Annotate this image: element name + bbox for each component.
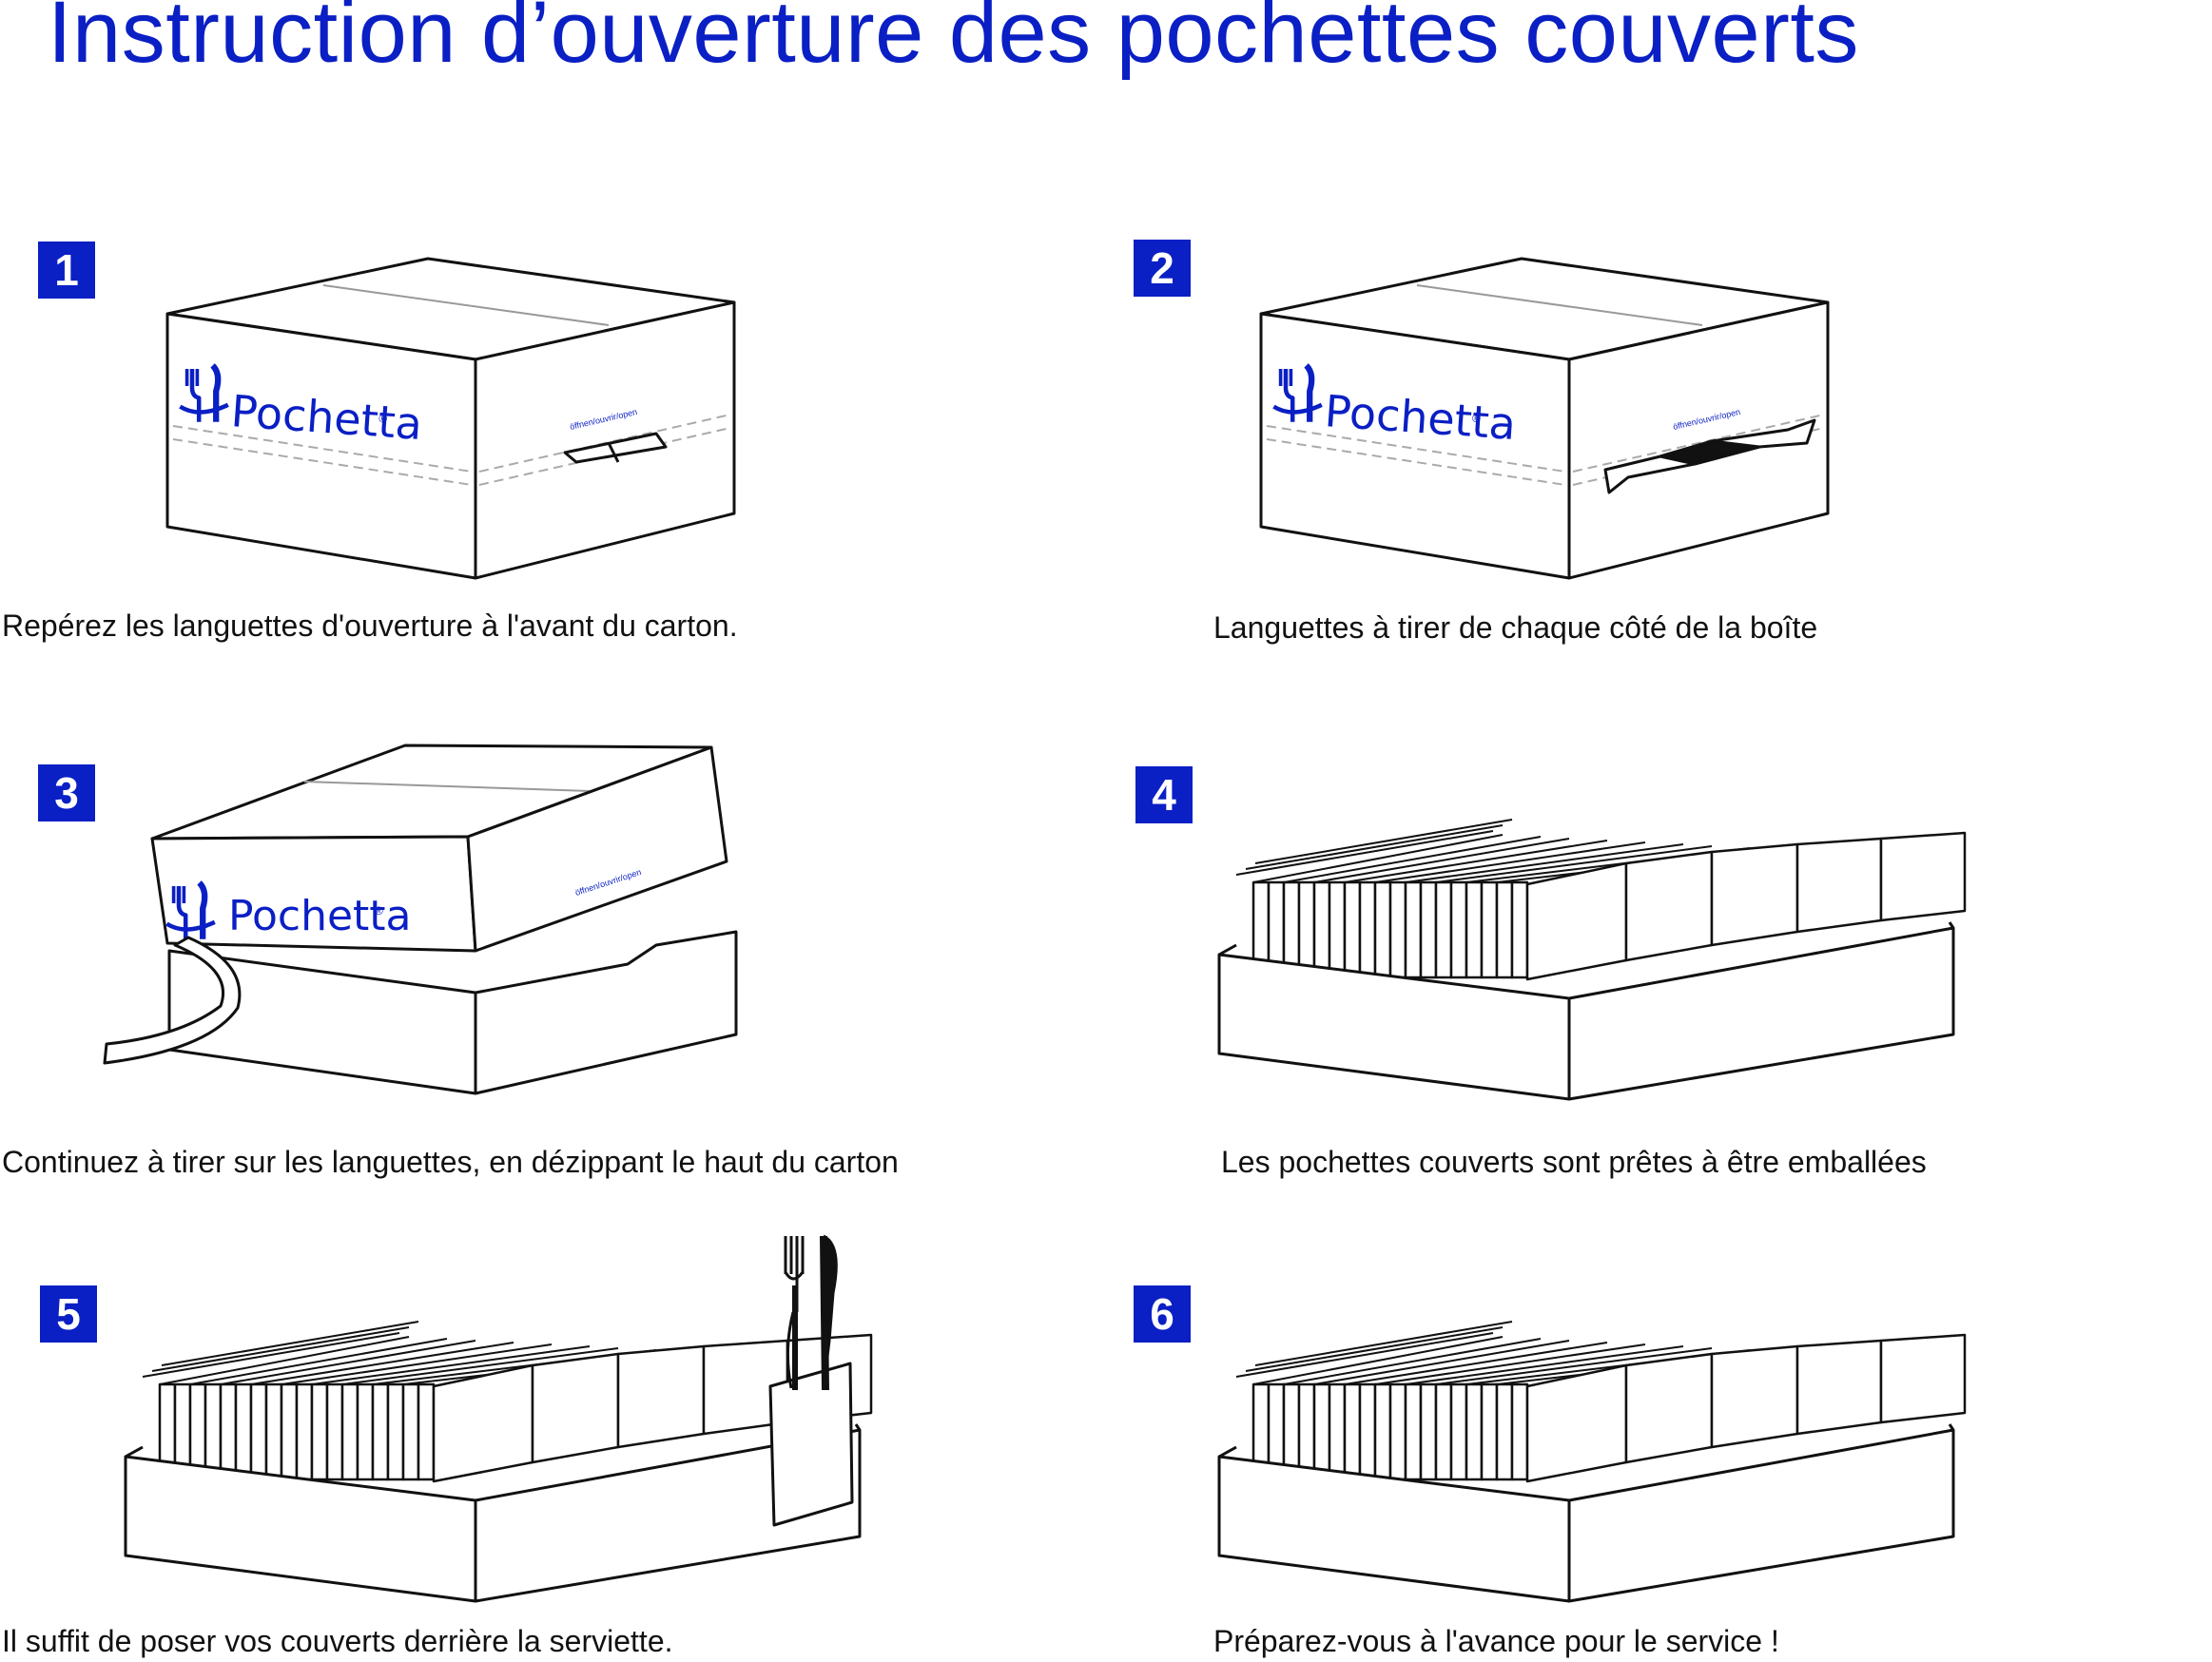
step-badge-6: 6 [1134, 1285, 1191, 1343]
svg-text:®: ® [1472, 412, 1481, 425]
step-caption-1: Repérez les languettes d'ouverture à l'a… [2, 609, 738, 643]
cutlery-pocket [768, 1234, 854, 1527]
step-badge-4: 4 [1135, 766, 1193, 823]
svg-text:®: ® [378, 412, 388, 426]
step-caption-4: Les pochettes couverts sont prêtes à êtr… [1221, 1145, 1927, 1179]
svg-text:®: ® [375, 904, 383, 918]
step-4-illustration [1217, 818, 1967, 1101]
page-title: Instruction d’ouverture des pochettes co… [48, 0, 1859, 81]
step-caption-3: Continuez à tirer sur les languettes, en… [2, 1145, 899, 1179]
step-5-illustration [124, 1320, 873, 1603]
step-6-illustration [1217, 1320, 1967, 1603]
step-badge-5: 5 [40, 1285, 97, 1343]
step-badge-2: 2 [1134, 240, 1191, 297]
step-caption-6: Préparez-vous à l'avance pour le service… [1213, 1624, 1779, 1658]
step-3-illustration: Pochetta ® öffnen/ouvrir/open [103, 744, 738, 1095]
step-1-illustration: Pochetta ® öffnen/ouvrir/open [165, 257, 736, 580]
step-caption-5: Il suffit de poser vos couverts derrière… [2, 1624, 673, 1658]
step-badge-3: 3 [38, 764, 95, 821]
step-badge-1: 1 [38, 242, 95, 299]
step-2-illustration: Pochetta ® öffnen/ouvrir/open [1259, 257, 1830, 580]
step-caption-2: Languettes à tirer de chaque côté de la … [1213, 610, 1818, 645]
svg-text:Pochetta: Pochetta [228, 892, 412, 940]
